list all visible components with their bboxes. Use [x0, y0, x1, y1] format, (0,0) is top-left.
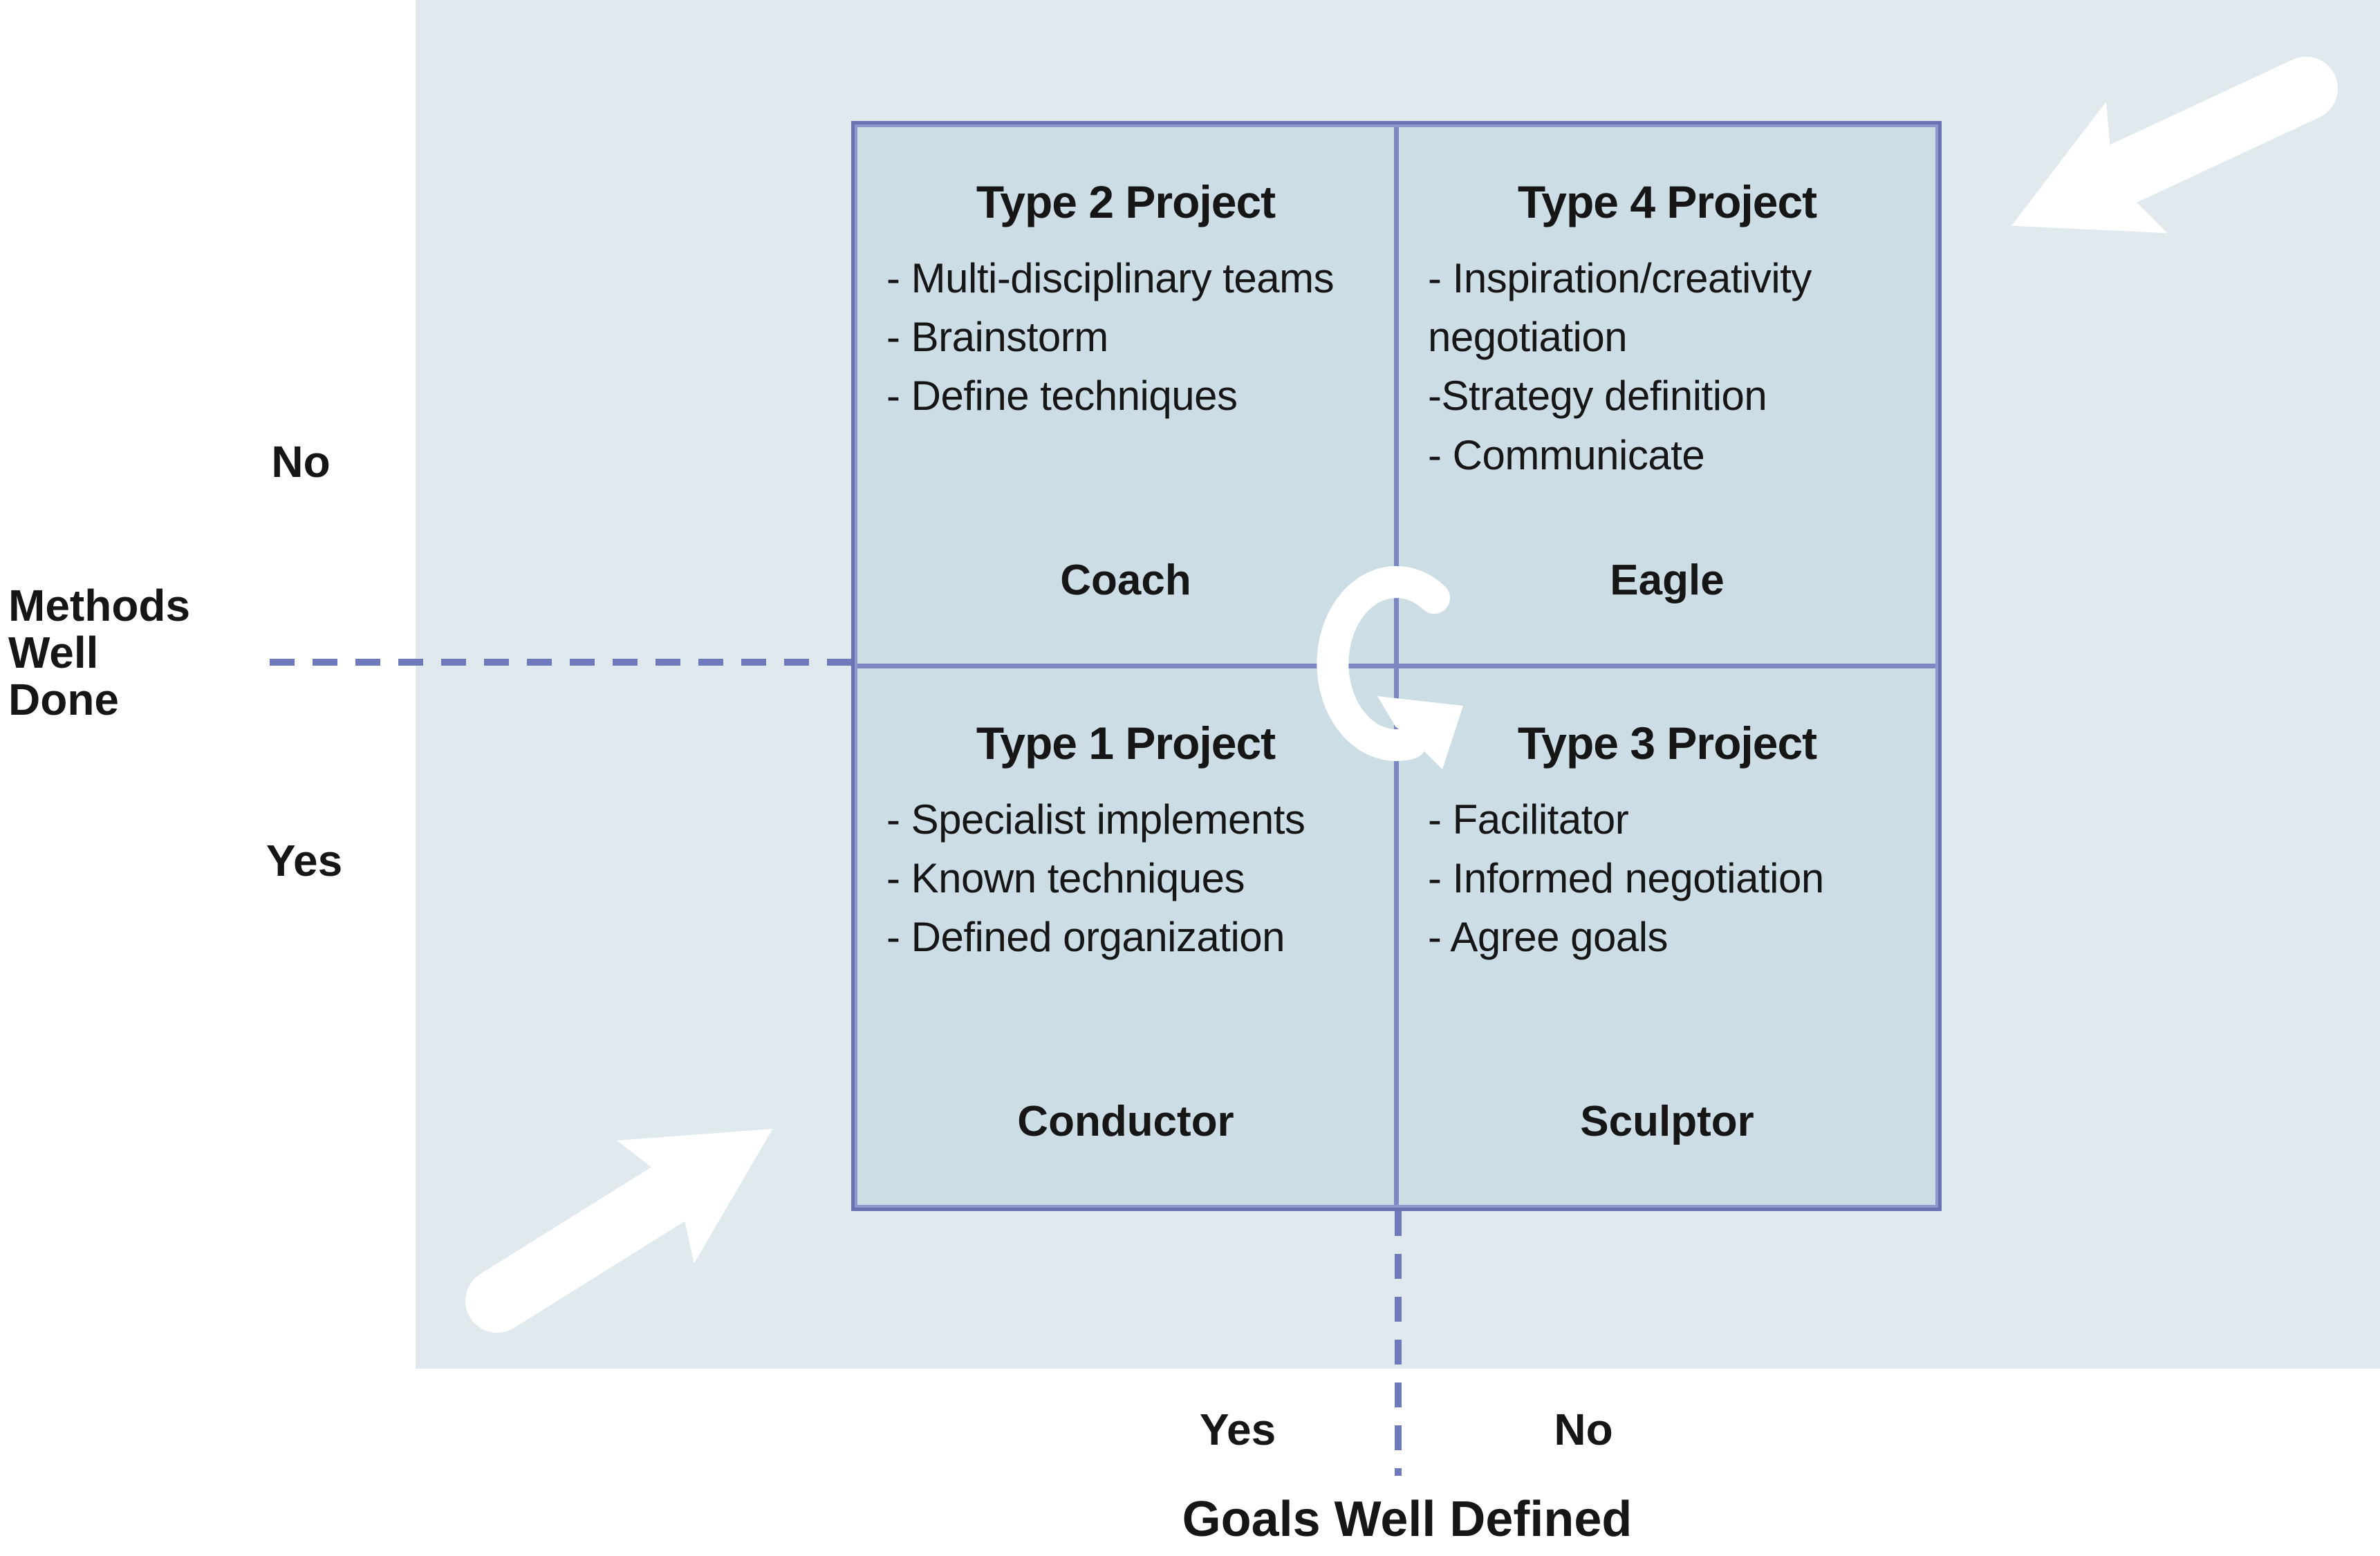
quadrant-type-3-project: Type 3 Project - Facilitator - Informed …: [1399, 668, 1935, 1205]
quadrant-type-1-project: Type 1 Project - Specialist implements -…: [857, 668, 1394, 1205]
x-axis-right-value: No: [1554, 1405, 1613, 1454]
quadrant-role-label: Sculptor: [1580, 1098, 1754, 1145]
quadrant-role-label: Coach: [1060, 556, 1191, 604]
quadrant-title: Type 2 Project: [976, 176, 1276, 227]
y-axis-title-line-1: Methods: [8, 581, 191, 630]
y-axis-top-value: No: [271, 437, 331, 487]
quadrant-bullet: - Informed negotiation: [1428, 855, 1824, 902]
quadrant-bullet: - Defined organization: [886, 914, 1285, 961]
y-axis-title: Methods Well Done: [8, 582, 190, 723]
quadrant-title: Type 4 Project: [1517, 176, 1817, 227]
quadrant-bullet: - Brainstorm: [886, 314, 1108, 361]
quadrant-bullet: - Facilitator: [1428, 796, 1629, 843]
quadrant-title: Type 1 Project: [976, 718, 1276, 769]
quadrant-title: Type 3 Project: [1517, 718, 1817, 769]
quadrant-bullet: - Communicate: [1428, 431, 1705, 478]
y-axis-title-line-2: Well: [8, 628, 99, 677]
quadrant-bullet: - Inspiration/creativity negotiation: [1428, 255, 1812, 361]
quadrant-bullet: - Specialist implements: [886, 796, 1305, 843]
x-axis-left-value: Yes: [1199, 1405, 1276, 1454]
y-axis-bottom-value: Yes: [266, 836, 343, 885]
quadrant-bullet: -Strategy definition: [1428, 373, 1767, 420]
quadrant-matrix-grid: Type 2 Project - Multi-disciplinary team…: [855, 124, 1938, 1208]
quadrant-matrix: Type 2 Project - Multi-disciplinary team…: [851, 121, 1942, 1211]
quadrant-role-label: Conductor: [1017, 1098, 1234, 1145]
quadrant-bullet: - Multi-disciplinary teams: [886, 255, 1335, 301]
quadrant-bullet: - Define techniques: [886, 373, 1238, 420]
y-axis-title-line-3: Done: [8, 675, 119, 724]
quadrant-bullet: - Known techniques: [886, 855, 1245, 902]
quadrant-type-2-project: Type 2 Project - Multi-disciplinary team…: [857, 127, 1394, 664]
quadrant-type-4-project: Type 4 Project - Inspiration/creativity …: [1399, 127, 1935, 664]
x-axis-title: Goals Well Defined: [1182, 1492, 1633, 1547]
quadrant-bullet: - Agree goals: [1428, 914, 1668, 961]
quadrant-role-label: Eagle: [1610, 556, 1724, 604]
